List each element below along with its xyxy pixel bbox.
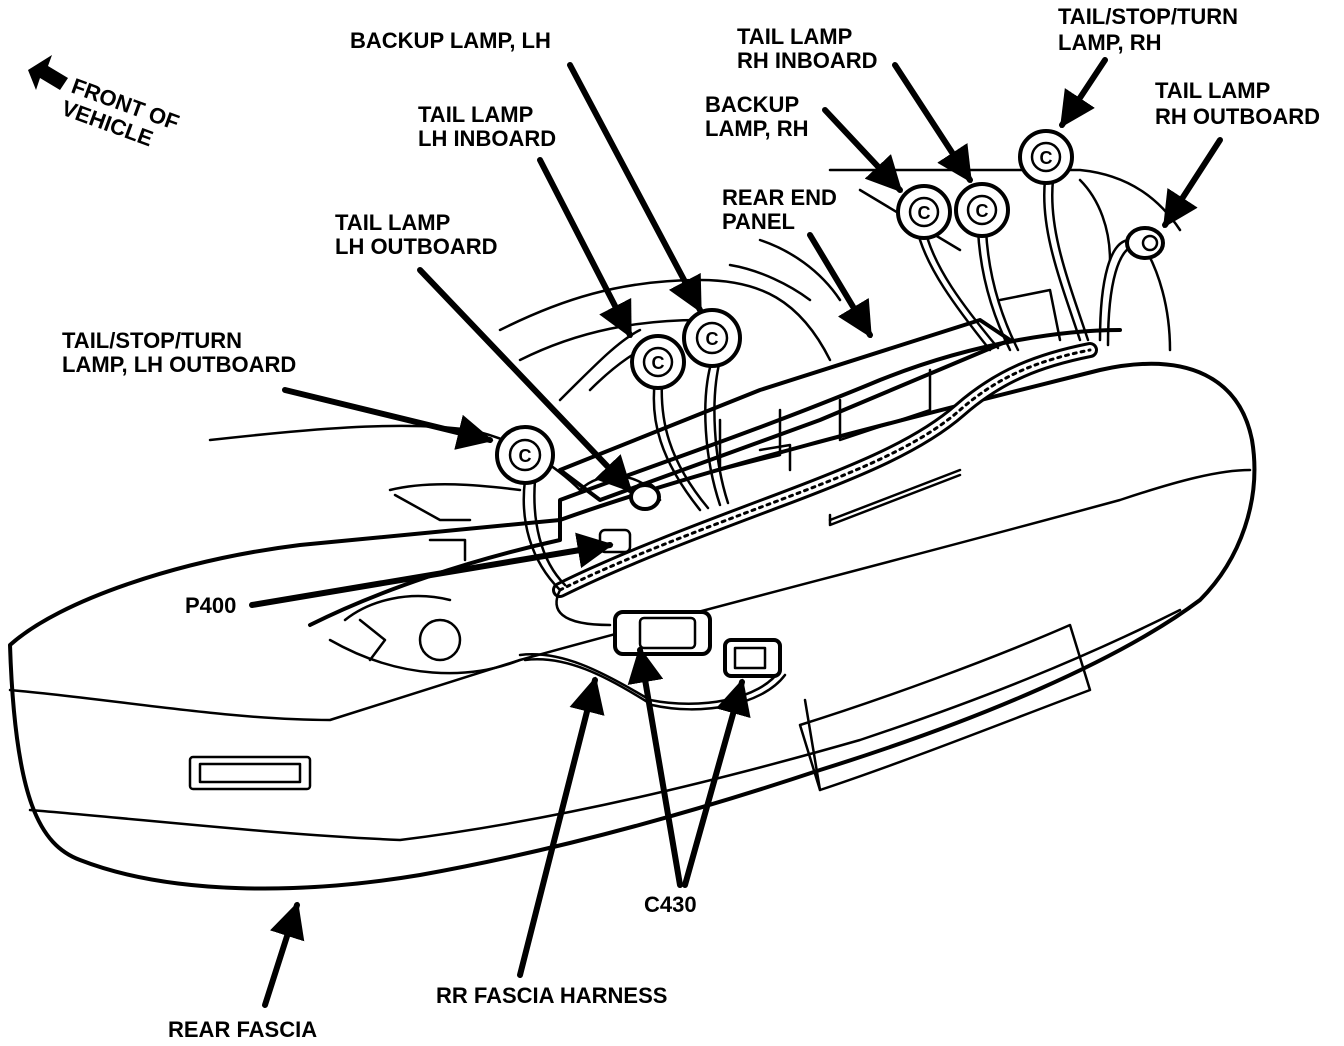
- wiring-harness: [518, 178, 1140, 711]
- front-direction-arrow-icon: [28, 55, 68, 90]
- label-tst-lamp-rh-1: TAIL/STOP/TURN: [1058, 4, 1238, 29]
- label-rear-fascia: REAR FASCIA: [168, 1017, 317, 1042]
- arrow-p400: [249, 532, 614, 608]
- socket-backup-rh: C: [896, 184, 952, 240]
- socket-tail-rh-inboard: C: [954, 182, 1010, 238]
- front-of-vehicle-indicator: FRONT OF VEHICLE: [28, 55, 182, 151]
- socket-backup-lh: C: [682, 308, 742, 368]
- arrow-rear-end-panel: [807, 232, 873, 339]
- label-backup-lamp-lh: BACKUP LAMP, LH: [350, 28, 551, 53]
- svg-text:C: C: [652, 353, 665, 373]
- arrow-c430-left: [627, 646, 683, 888]
- label-tail-lamp-lh-outboard-1: TAIL LAMP: [335, 210, 450, 235]
- label-tail-lamp-rh-outboard-1: TAIL LAMP: [1155, 78, 1270, 103]
- arrow-tail-rh-inboard: [892, 62, 973, 184]
- socket-tail-lh-outboard: [629, 483, 661, 511]
- svg-text:C: C: [519, 446, 532, 466]
- arrow-tail-lh-outboard: [417, 267, 633, 493]
- socket-tail-rh-outboard: [1125, 226, 1165, 260]
- label-rear-end-panel-2: PANEL: [722, 209, 795, 234]
- leader-arrows: [249, 57, 1223, 1008]
- label-tail-lamp-lh-outboard-2: LH OUTBOARD: [335, 234, 498, 259]
- label-backup-lamp-rh-2: LAMP, RH: [705, 116, 809, 141]
- socket-tst-lh-outboard: C: [495, 425, 555, 485]
- arrow-tail-rh-outboard: [1162, 137, 1223, 229]
- c430-connector: [613, 610, 782, 678]
- label-rr-fascia-harness: RR FASCIA HARNESS: [436, 983, 667, 1008]
- arrow-backup-lh: [567, 62, 703, 314]
- socket-tail-lh-inboard: C: [630, 334, 686, 390]
- socket-tst-rh: C: [1018, 129, 1074, 185]
- arrow-tst-lh-outboard: [282, 387, 494, 450]
- label-tst-lamp-lh-outboard-1: TAIL/STOP/TURN: [62, 328, 242, 353]
- label-rear-end-panel-1: REAR END: [722, 185, 837, 210]
- arrow-tail-lh-inboard: [537, 157, 633, 339]
- label-p400: P400: [185, 593, 236, 618]
- label-tail-lamp-rh-outboard-2: RH OUTBOARD: [1155, 104, 1320, 129]
- svg-text:C: C: [1040, 148, 1053, 168]
- lamp-sockets: C C C C C C: [495, 129, 1165, 511]
- arrow-backup-rh: [822, 107, 903, 193]
- label-c430: C430: [644, 892, 697, 917]
- arrow-rr-fascia-harness: [517, 676, 605, 978]
- label-tst-lamp-rh-2: LAMP, RH: [1058, 30, 1162, 55]
- label-tail-lamp-rh-inboard-1: TAIL LAMP: [737, 24, 852, 49]
- svg-text:C: C: [706, 329, 719, 349]
- arrow-c430-right: [682, 678, 751, 888]
- label-tst-lamp-lh-outboard-2: LAMP, LH OUTBOARD: [62, 352, 296, 377]
- reflector-left: [188, 755, 312, 791]
- arrow-tst-rh: [1059, 57, 1108, 129]
- arrow-rear-fascia: [262, 901, 305, 1008]
- label-backup-lamp-rh-1: BACKUP: [705, 92, 799, 117]
- svg-text:C: C: [976, 201, 989, 221]
- label-tail-lamp-rh-inboard-2: RH INBOARD: [737, 48, 878, 73]
- svg-text:C: C: [918, 203, 931, 223]
- label-tail-lamp-lh-inboard-2: LH INBOARD: [418, 126, 556, 151]
- callout-labels: BACKUP LAMP, LH TAIL LAMP LH INBOARD TAI…: [62, 4, 1320, 1042]
- label-tail-lamp-lh-inboard-1: TAIL LAMP: [418, 102, 533, 127]
